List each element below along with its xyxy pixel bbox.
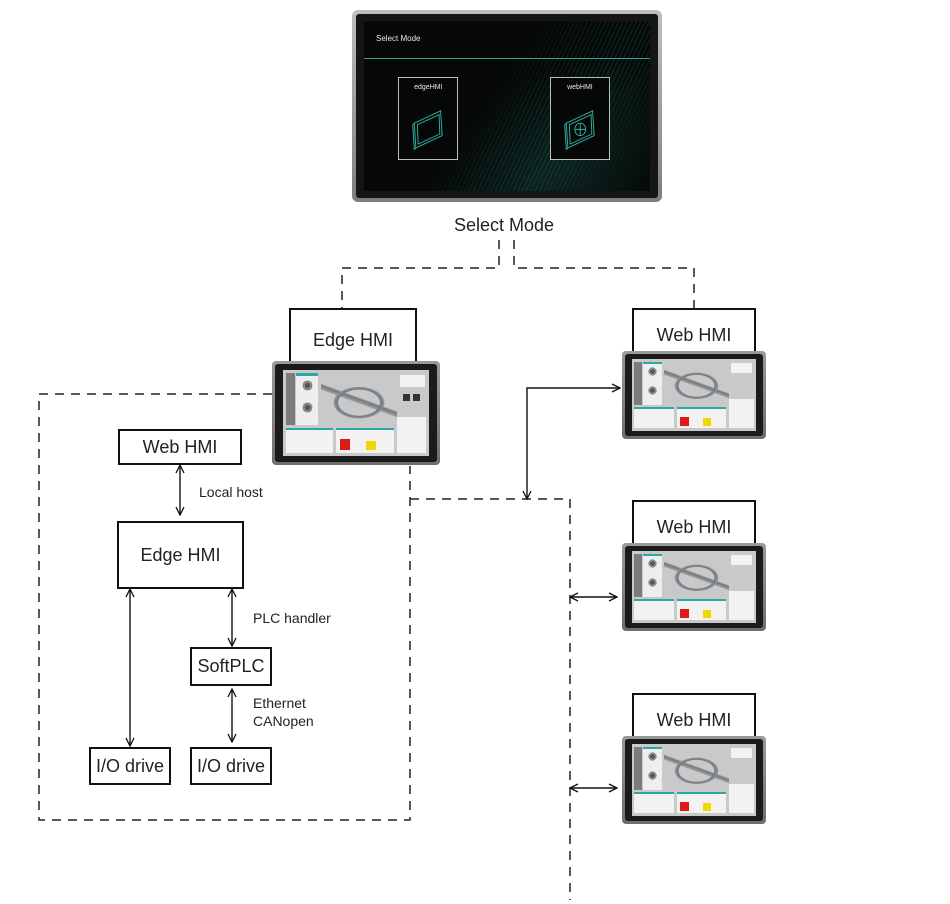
web-hmi-2-label-tab: Web HMI bbox=[632, 500, 756, 546]
select-mode-caption: Select Mode bbox=[454, 215, 555, 235]
edge-hmi-label-tab: Edge HMI bbox=[289, 308, 417, 364]
web-hmi-3-label-tab: Web HMI bbox=[632, 693, 756, 739]
softplc-label: SoftPLC bbox=[197, 656, 265, 676]
web-hmi-2-device[interactable] bbox=[622, 543, 766, 631]
hmi-screen bbox=[632, 551, 756, 623]
web-hmi-3-label: Web HMI bbox=[656, 709, 732, 730]
select-mode-screen: Select Mode edgeHMI webHMI bbox=[364, 21, 650, 191]
hmi-screen bbox=[283, 370, 429, 456]
internal-edge-hmi-box: Edge HMI bbox=[117, 521, 244, 589]
edge-hmi-label: Edge HMI bbox=[312, 329, 394, 350]
branch-to-web bbox=[513, 240, 695, 308]
io-drive-1-box: I/O drive bbox=[89, 747, 171, 785]
edge-hmi-device[interactable] bbox=[272, 361, 440, 465]
hmi-screen bbox=[632, 744, 756, 816]
ethernet-label: Ethernet bbox=[253, 695, 306, 711]
hmi-screen bbox=[632, 359, 756, 431]
edgehmi-tile[interactable]: edgeHMI bbox=[398, 77, 459, 161]
internal-web-hmi-box: Web HMI bbox=[118, 429, 242, 465]
io-drive-2-label: I/O drive bbox=[196, 755, 266, 776]
plc-handler-label: PLC handler bbox=[253, 610, 331, 626]
edgehmi-tile-label: edgeHMI bbox=[414, 84, 443, 92]
local-host-label: Local host bbox=[199, 484, 263, 500]
select-mode-device: Select Mode edgeHMI webHMI bbox=[352, 10, 662, 202]
io-drive-2-box: I/O drive bbox=[190, 747, 272, 785]
web-hmi-2-label: Web HMI bbox=[656, 516, 732, 537]
select-mode-title: Select Mode bbox=[376, 34, 421, 43]
internal-web-hmi-label: Web HMI bbox=[142, 436, 218, 457]
branch-to-edge bbox=[341, 240, 500, 308]
header-divider bbox=[364, 58, 650, 60]
io-drive-1-label: I/O drive bbox=[95, 755, 165, 776]
web-hmi-1-label: Web HMI bbox=[656, 324, 732, 345]
web-hmi-1-label-tab: Web HMI bbox=[632, 308, 756, 354]
internal-edge-hmi-label: Edge HMI bbox=[140, 544, 221, 565]
edge-panel-icon bbox=[412, 109, 443, 151]
select-mode-header: Select Mode bbox=[364, 21, 650, 59]
softplc-box: SoftPLC bbox=[190, 647, 272, 686]
web-hmi-1-device[interactable] bbox=[622, 351, 766, 439]
edge-boundary bbox=[38, 393, 411, 821]
canopen-label: CANopen bbox=[253, 713, 314, 729]
web-hmi-3-device[interactable] bbox=[622, 736, 766, 824]
webhmi-tile-label: webHMI bbox=[567, 84, 593, 92]
link-web1 bbox=[527, 388, 620, 499]
web-panel-icon bbox=[563, 109, 595, 151]
network-bus bbox=[410, 498, 571, 900]
webhmi-tile[interactable]: webHMI bbox=[549, 77, 610, 161]
